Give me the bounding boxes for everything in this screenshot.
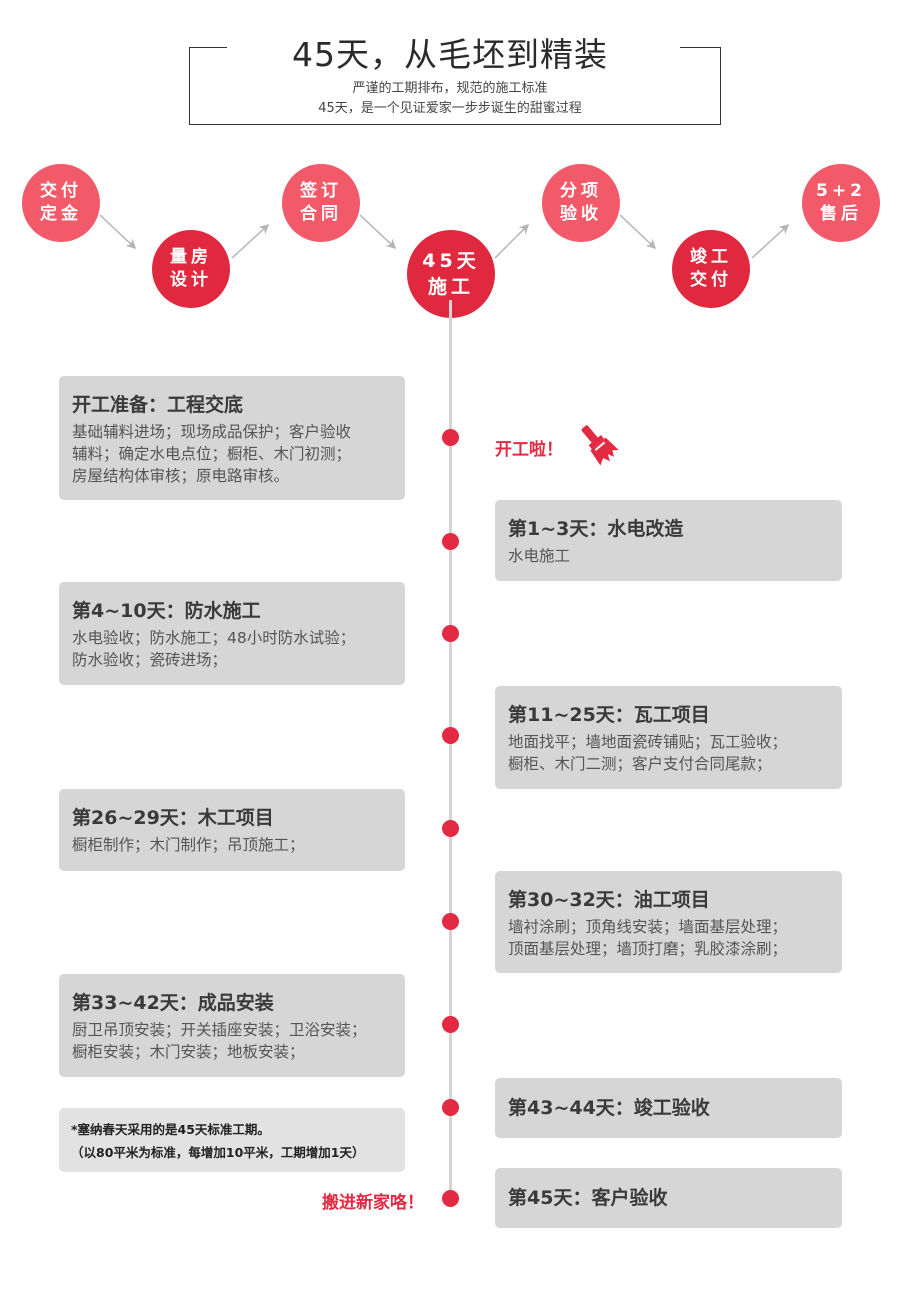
page-subtitle-1: 严谨的工期排布，规范的施工标准 [352, 81, 548, 96]
arrow-1 [99, 214, 137, 250]
note-line-1: *塞纳春天采用的是45天标准工期。 [71, 1122, 270, 1137]
card-desc: 橱柜制作；木门制作；吊顶施工； [72, 836, 305, 854]
timeline-card-prep: 开工准备：工程交底 基础辅料进场；现场成品保护；客户验收 辅料；确定水电点位；橱… [59, 376, 405, 500]
timeline-dot [442, 820, 459, 837]
timeline-card-installation: 第33~42天：成品安装 厨卫吊顶安装；开关插座安装；卫浴安装； 橱柜安装；木门… [59, 974, 405, 1077]
process-arrows [99, 214, 790, 259]
card-title: 第43~44天：竣工验收 [508, 1097, 710, 1119]
card-desc: 水电施工 [508, 547, 571, 565]
timeline-card-carpentry: 第26~29天：木工项目 橱柜制作；木门制作；吊顶施工； [59, 789, 405, 871]
note-line-2: （以80平米为标准，每增加10平米，工期增加1天） [71, 1145, 365, 1160]
page-subtitle-2: 45天，是一个见证爱家一步步诞生的甜蜜过程 [318, 101, 582, 116]
arrow-2 [231, 223, 270, 259]
timeline-card-waterproofing: 第4~10天：防水施工 水电验收；防水施工；48小时防水试验； 防水验收；瓷砖进… [59, 582, 405, 685]
card-title: 第4~10天：防水施工 [72, 600, 261, 622]
step-sign-contract: 签订合同 [282, 164, 360, 242]
step-construction: 45天施工 [407, 230, 495, 318]
card-title: 第30~32天：油工项目 [508, 889, 710, 911]
timeline-dot [442, 1099, 459, 1116]
timeline-card-plumbing-electrical: 第1~3天：水电改造 水电施工 [495, 500, 842, 581]
timeline-dot [442, 1016, 459, 1033]
card-desc: 基础辅料进场；现场成品保护；客户验收 辅料；确定水电点位；橱柜、木门初测； 房屋… [72, 423, 352, 485]
timeline-dot [442, 1190, 459, 1207]
card-title: 第26~29天：木工项目 [72, 807, 274, 829]
timeline-dot [442, 533, 459, 550]
standard-period-note: *塞纳春天采用的是45天标准工期。 （以80平米为标准，每增加10平米，工期增加… [59, 1108, 405, 1172]
card-title: 第45天：客户验收 [508, 1187, 668, 1209]
card-title: 第33~42天：成品安装 [72, 992, 274, 1014]
start-work-label: 开工啦！ [495, 440, 563, 460]
card-title: 第11~25天：瓦工项目 [508, 704, 710, 726]
timeline-line [449, 300, 452, 1200]
timeline-dot [442, 913, 459, 930]
move-in-label: 搬进新家咯！ [322, 1193, 424, 1213]
arrow-5 [619, 214, 657, 250]
header-frame-top-right [680, 47, 721, 48]
timeline-dot [442, 429, 459, 446]
timeline-dot [442, 727, 459, 744]
timeline-dot [442, 625, 459, 642]
timeline-card-tiling: 第11~25天：瓦工项目 地面找平；墙地面瓷砖铺贴；瓦工验收； 橱柜、木门二测；… [495, 686, 842, 789]
arrow-4 [494, 223, 530, 259]
card-desc: 水电验收；防水施工；48小时防水试验； 防水验收；瓷砖进场； [72, 629, 356, 669]
card-title: 第1~3天：水电改造 [508, 518, 684, 540]
card-desc: 墙衬涂刷；顶角线安装；墙面基层处理； 顶面基层处理；墙顶打磨；乳胶漆涂刷； [508, 918, 788, 958]
step-itemized-inspection: 分项验收 [542, 164, 620, 242]
step-measure-design: 量房设计 [152, 230, 230, 308]
step-completion-delivery: 竣工交付 [672, 230, 750, 308]
timeline-card-customer-inspection: 第45天：客户验收 [495, 1168, 842, 1228]
timeline-card-completion-inspection: 第43~44天：竣工验收 [495, 1078, 842, 1138]
arrow-6 [751, 223, 790, 259]
arrow-3 [359, 214, 397, 250]
card-title: 开工准备：工程交底 [72, 394, 244, 416]
timeline-card-painting: 第30~32天：油工项目 墙衬涂刷；顶角线安装；墙面基层处理； 顶面基层处理；墙… [495, 871, 842, 973]
page-title: 45天，从毛坯到精装 [292, 35, 608, 74]
header-frame [189, 47, 721, 125]
step-pay-deposit: 交付定金 [22, 164, 100, 242]
card-desc: 地面找平；墙地面瓷砖铺贴；瓦工验收； 橱柜、木门二测；客户支付合同尾款； [508, 733, 788, 773]
header-frame-top-left [189, 47, 227, 48]
card-desc: 厨卫吊顶安装；开关插座安装；卫浴安装； 橱柜安装；木门安装；地板安装； [72, 1021, 367, 1061]
paint-brush-icon [581, 425, 619, 466]
